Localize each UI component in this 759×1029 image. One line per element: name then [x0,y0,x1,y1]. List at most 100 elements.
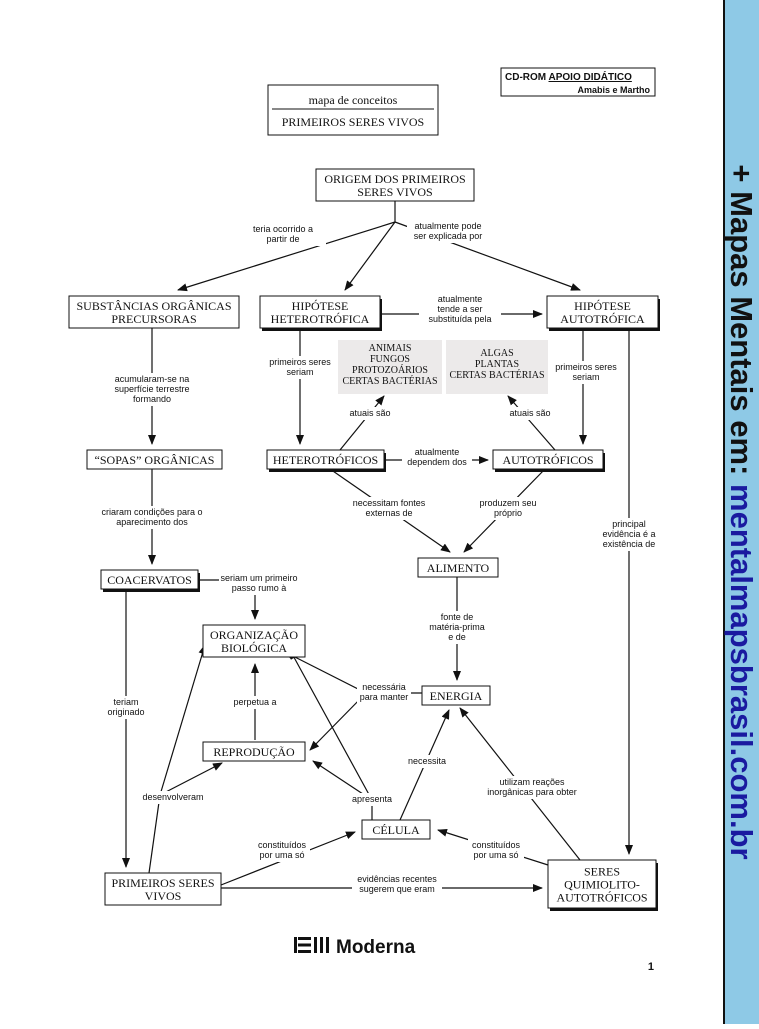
example-item: CERTAS BACTÉRIAS [450,369,545,381]
connector [344,221,396,291]
node-label: HIPÓTESE [292,299,349,313]
node-celula: CÉLULA [361,819,431,840]
example-item: FUNGOS [370,354,410,365]
connector-label: atuais são [509,408,550,418]
connector-label: para manter [360,692,409,702]
node-sopas: “SOPAS” ORGÂNICAS [86,449,223,470]
connector-label: originado [107,707,144,717]
node-autotroficos: AUTOTRÓFICOS [492,449,605,472]
connector-label: formando [133,394,171,404]
node-alimento: ALIMENTO [417,557,499,578]
connector-label: atualmente pode [414,221,481,231]
node-reproducao: REPRODUÇÃO [202,741,306,762]
node-label: VIVOS [145,889,182,903]
node-label: SERES VIVOS [357,185,432,199]
moderna-logo: Moderna [294,937,416,958]
connector-label: teriam [113,697,138,707]
connector-label: tende a ser [437,304,482,314]
connector-label: utilizam reações [499,777,565,787]
connector-label: atualmente [438,294,483,304]
node-coacervatos: COACERVATOS [100,569,200,592]
connector [339,395,385,451]
moderna-brand: Moderna [336,937,416,958]
example-item: ANIMAIS [369,343,412,354]
node-label: PRECURSORAS [111,312,196,326]
connector [289,649,373,801]
hetero-examples-box [338,340,442,394]
connector-label: aparecimento dos [116,517,188,527]
node-label: ENERGIA [430,689,483,703]
connector-label: e de [448,632,466,642]
connector-label: desenvolveram [142,792,203,802]
node-heterotroficos: HETEROTRÓFICOS [266,449,386,472]
node-label: AUTOTRÓFICOS [502,453,593,467]
node-label: PRIMEIROS SERES [111,876,214,890]
label-atuais_hetero: atuais são [346,407,394,420]
connector-label: acumularam-se na [115,374,190,384]
node-label: HETEROTRÓFICA [271,312,370,326]
connector-label: seriam [572,372,599,382]
connector-label: constituídos [472,840,521,850]
connector-label: atualmente [415,447,460,457]
example-item: CERTAS BACTÉRIAS [343,375,438,387]
connector-label: evidência é a [602,529,655,539]
connector-label: apresenta [352,794,392,804]
promo-text: + Mapas Mentais em: mentalmapsbrasil.com… [723,164,759,859]
node-label: AUTOTRÓFICA [560,312,645,326]
connector [309,692,367,751]
connector-label: externas de [365,508,412,518]
node-label: SUBSTÂNCIAS ORGÂNICAS [76,299,231,313]
auto-examples-box [446,340,548,394]
node-energia: ENERGIA [421,685,491,706]
example-item: PROTOZOÁRIOS [352,364,428,376]
connector-label: necessária [362,682,406,692]
node-label: HETEROTRÓFICOS [273,453,378,467]
connector-label: inorgânicas para obter [487,787,577,797]
connector-label: primeiros seres [555,362,617,372]
connector-label: partir de [266,234,299,244]
node-label: ALIMENTO [427,561,490,575]
cdrom-label: CD-ROM APOIO DIDÁTICO [505,70,632,83]
map-title: PRIMEIROS SERES VIVOS [282,115,424,129]
connector-label: existência de [603,539,656,549]
page-number: 1 [648,961,654,973]
connector [159,762,223,796]
connector [507,395,556,451]
node-label: HIPÓTESE [574,299,631,313]
node-label: “SOPAS” ORGÂNICAS [95,453,215,467]
connector-label: sugerem que eram [359,884,435,894]
promo-url[interactable]: mentalmapsbrasil.com.br [724,484,759,860]
connector-label: constituídos [258,840,307,850]
connector-label: dependem dos [407,457,467,467]
label-atuais_auto: atuais são [506,407,554,420]
connector-label: principal [612,519,646,529]
connector-label: ser explicada por [414,231,483,241]
connector-label: próprio [494,508,522,518]
label-necessita: necessita [404,755,450,768]
connector-label: passo rumo à [232,583,287,593]
concept-map: mapa de conceitos PRIMEIROS SERES VIVOS … [68,67,660,973]
promo-sidebar: + Mapas Mentais em: mentalmapsbrasil.com… [723,0,759,1024]
connector-label: criaram condições para o [101,507,202,517]
label-apresenta: apresenta [349,793,395,806]
